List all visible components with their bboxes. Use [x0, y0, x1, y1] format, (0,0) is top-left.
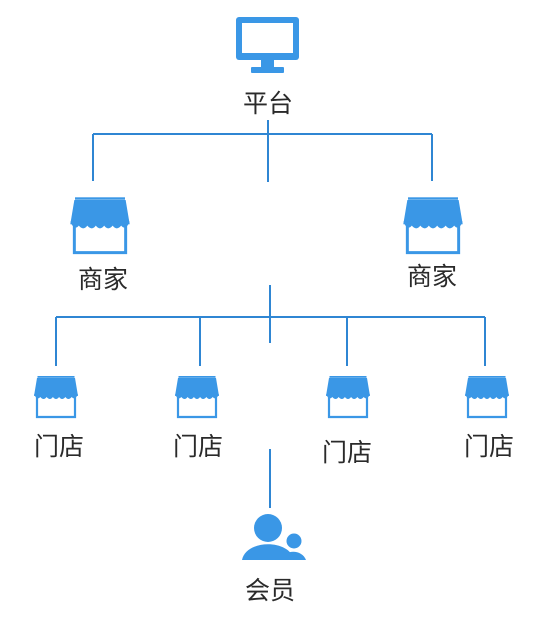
member-label: 会员 [245, 576, 295, 605]
storefront-icon [401, 195, 465, 255]
store-node: 门店 [32, 374, 84, 461]
member-node: 会员 [242, 514, 306, 605]
storefront-icon [463, 374, 511, 419]
storefront-icon [68, 195, 132, 255]
storefront-icon [32, 374, 80, 419]
storefront-icon [173, 374, 221, 419]
merchant-label: 商家 [407, 262, 457, 291]
merchant-node: 商家 [68, 195, 132, 294]
store-node: 门店 [463, 374, 514, 461]
store-label: 门店 [173, 432, 223, 461]
connectors [55, 120, 486, 508]
storefront-icon [324, 374, 372, 419]
platform-label: 平台 [243, 89, 293, 118]
members-icon [242, 514, 306, 560]
platform-node: 平台 [236, 17, 299, 118]
store-label: 门店 [34, 432, 84, 461]
monitor-icon [236, 17, 299, 73]
store-label: 门店 [464, 432, 514, 461]
merchant-node: 商家 [401, 195, 465, 291]
store-node: 门店 [173, 374, 223, 461]
store-label: 门店 [322, 438, 372, 467]
merchant-label: 商家 [78, 265, 128, 294]
store-node: 门店 [322, 374, 372, 467]
